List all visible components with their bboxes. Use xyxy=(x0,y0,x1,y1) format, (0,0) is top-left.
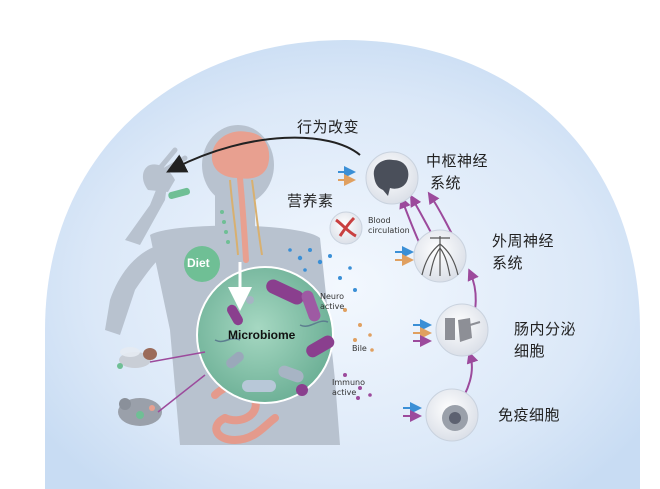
signal-input-arrows xyxy=(338,166,432,422)
label-diet: Diet xyxy=(187,256,210,270)
diet-circle xyxy=(184,246,220,282)
label-neuro-active: Neuro active xyxy=(320,292,345,311)
spinal-cord xyxy=(237,175,249,263)
fly-icon xyxy=(117,347,157,369)
label-endocrine-line2: 细胞 xyxy=(514,342,546,360)
label-endocrine-line1: 肠内分泌 xyxy=(514,320,577,338)
label-cns-line1: 中枢神经 xyxy=(426,152,489,170)
label-immune: 免疫细胞 xyxy=(498,406,561,424)
label-microbiome: Microbiome xyxy=(228,328,296,342)
esophagus-dots xyxy=(220,210,230,244)
behavior-arrow xyxy=(166,136,361,173)
label-pns-line2: 系统 xyxy=(492,254,524,272)
vagus-nerve xyxy=(229,179,263,256)
label-immuno-active: Immuno active xyxy=(332,378,365,397)
label-behavior: 行为改变 xyxy=(297,118,360,136)
label-bile: Bile xyxy=(352,344,367,353)
label-blood-circulation: Blood circulation xyxy=(368,216,410,235)
label-nutrients: 营养素 xyxy=(287,192,334,210)
fly-link-line xyxy=(149,351,206,363)
metabolite-dots xyxy=(288,248,374,400)
brain-in-head xyxy=(211,131,270,179)
label-cns-line2: 系统 xyxy=(430,174,462,192)
food-item xyxy=(168,187,190,200)
label-pns-line1: 外周神经 xyxy=(492,232,555,250)
mouse-icon xyxy=(118,398,162,426)
mouse-link-line xyxy=(157,374,206,413)
